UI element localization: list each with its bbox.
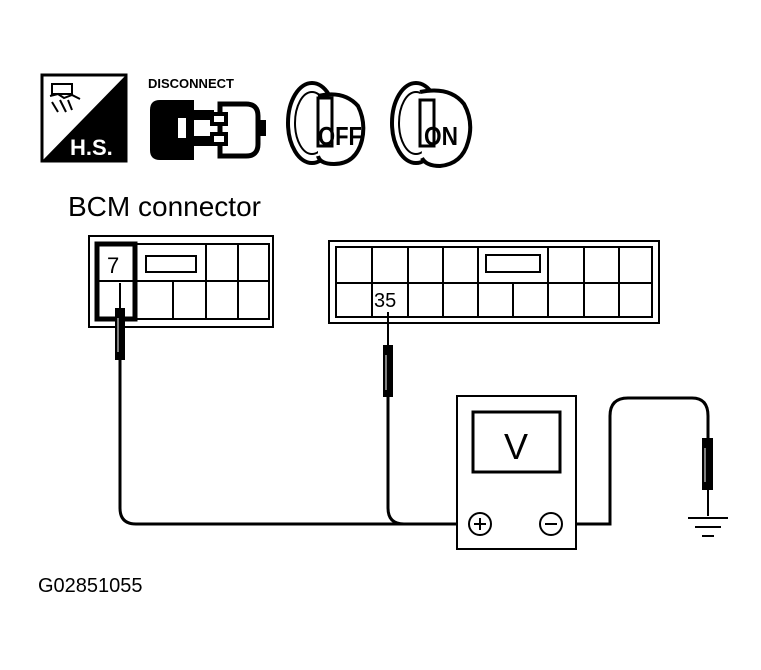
test-leads (118, 358, 710, 526)
ignition-off-icon: OFF (286, 81, 366, 167)
disconnect-label: DISCONNECT (148, 76, 234, 91)
figure-id: G02851055 (38, 575, 143, 597)
probe-ground (702, 438, 713, 516)
ground-icon (688, 517, 728, 537)
ignition-on-icon: ON (390, 81, 473, 169)
voltmeter: V (456, 395, 577, 550)
bcm-connector-title: BCM connector (68, 191, 261, 222)
probe-pin-35 (383, 312, 393, 397)
voltmeter-display: V (504, 426, 528, 467)
pin-7-label: 7 (107, 253, 119, 278)
on-label: ON (424, 121, 458, 151)
pin-35-label: 35 (374, 290, 396, 312)
connector-right: 35 (328, 240, 660, 324)
probe-positive (115, 283, 125, 360)
hs-icon: H.S. (40, 73, 128, 163)
hs-label: H.S. (70, 135, 113, 160)
disconnect-icon: DISCONNECT (148, 76, 266, 160)
off-label: OFF (318, 121, 362, 151)
